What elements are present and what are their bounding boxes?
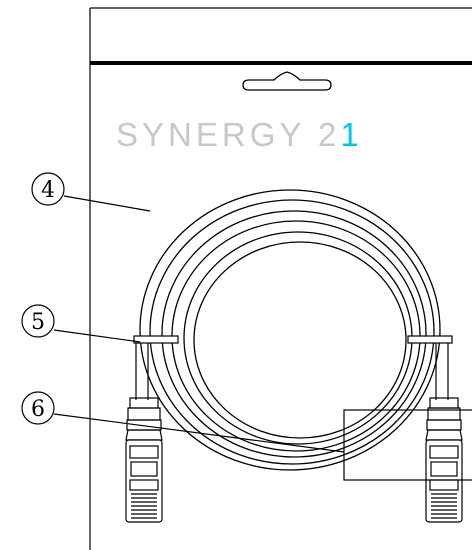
cable-loop-middle-inner xyxy=(171,220,421,452)
cable-ties xyxy=(133,335,453,344)
cable-loop-middle xyxy=(161,210,427,458)
callout-4: 4 xyxy=(31,172,151,212)
callout-5-leader xyxy=(53,329,141,343)
left-plug-pins xyxy=(131,493,157,519)
cable-loop-outer-inner xyxy=(149,199,435,465)
left-plug-latch xyxy=(129,445,159,459)
callout-6-circle xyxy=(21,391,55,425)
left-plug-body-line xyxy=(129,479,159,491)
cable-loop-inner-inner xyxy=(193,241,407,439)
right-connector-assembly xyxy=(425,343,463,523)
left-cable-tie xyxy=(133,335,179,344)
left-connector-assembly xyxy=(125,343,163,523)
callout-4-leader xyxy=(63,195,151,212)
left-plug-window xyxy=(130,461,158,477)
callout-6-leader xyxy=(53,413,345,453)
brand-suffix: 1 xyxy=(340,116,362,153)
callout-6-label: 6 xyxy=(31,397,45,422)
right-plug-window xyxy=(430,461,458,477)
right-plug-latch xyxy=(429,445,459,459)
hang-hole xyxy=(242,71,332,91)
package-card xyxy=(89,7,472,550)
left-boot-ribs xyxy=(127,407,161,421)
callout-4-circle xyxy=(31,172,65,206)
cable-loop-outer xyxy=(139,189,441,471)
callout-5-circle xyxy=(21,304,55,338)
right-cable-tie xyxy=(407,335,453,344)
left-boot-mid xyxy=(126,419,162,431)
left-boot-top xyxy=(129,397,159,409)
callout-6: 6 xyxy=(21,391,345,453)
callout-5-label: 5 xyxy=(31,310,45,335)
brand-name: SYNERGY 2 xyxy=(116,116,340,153)
left-boot-base xyxy=(125,429,163,441)
right-boot-mid xyxy=(426,419,462,431)
cable-loop-inner xyxy=(183,231,413,445)
brand-logo: SYNERGY 21 xyxy=(116,116,363,153)
right-plug-pins xyxy=(431,493,457,519)
right-boot-top xyxy=(429,397,459,409)
callout-4-label: 4 xyxy=(41,178,55,203)
right-boot-base xyxy=(425,429,463,441)
die-cut-window xyxy=(343,409,472,481)
callout-5: 5 xyxy=(21,304,141,343)
coiled-cable xyxy=(139,189,441,471)
